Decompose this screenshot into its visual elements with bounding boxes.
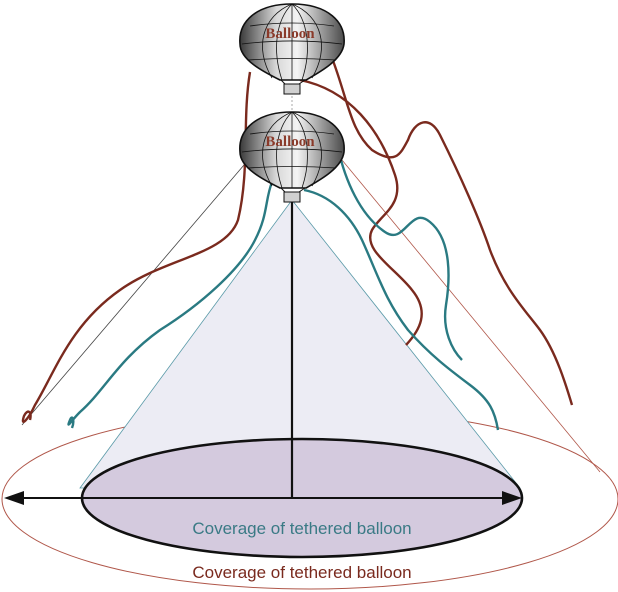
lower-balloon: Balloon xyxy=(239,111,345,203)
radius-arrow-left-head xyxy=(4,491,24,505)
teal-tether-cable-middle xyxy=(336,147,463,361)
lower-balloon-basket xyxy=(283,191,301,203)
upper-balloon: Balloon xyxy=(239,3,345,95)
red-tether-cable-middle xyxy=(299,78,423,346)
lower-balloon-label: Balloon xyxy=(265,134,315,150)
outer-coverage-caption: Coverage of tethered balloon xyxy=(192,563,411,582)
upper-balloon-label: Balloon xyxy=(265,26,315,42)
red-tether-cable-left xyxy=(21,71,252,423)
teal-tether-cable-left xyxy=(67,181,274,429)
outer-cone-right-line xyxy=(341,159,601,473)
inner-coverage-caption: Coverage of tethered balloon xyxy=(192,519,411,538)
outer-cone-left-line xyxy=(21,164,245,426)
radius-arrow-right-head xyxy=(502,491,522,505)
teal-tether-cable-right xyxy=(303,188,500,431)
red-tether-cable-right xyxy=(330,57,574,406)
upper-balloon-basket xyxy=(283,83,301,95)
